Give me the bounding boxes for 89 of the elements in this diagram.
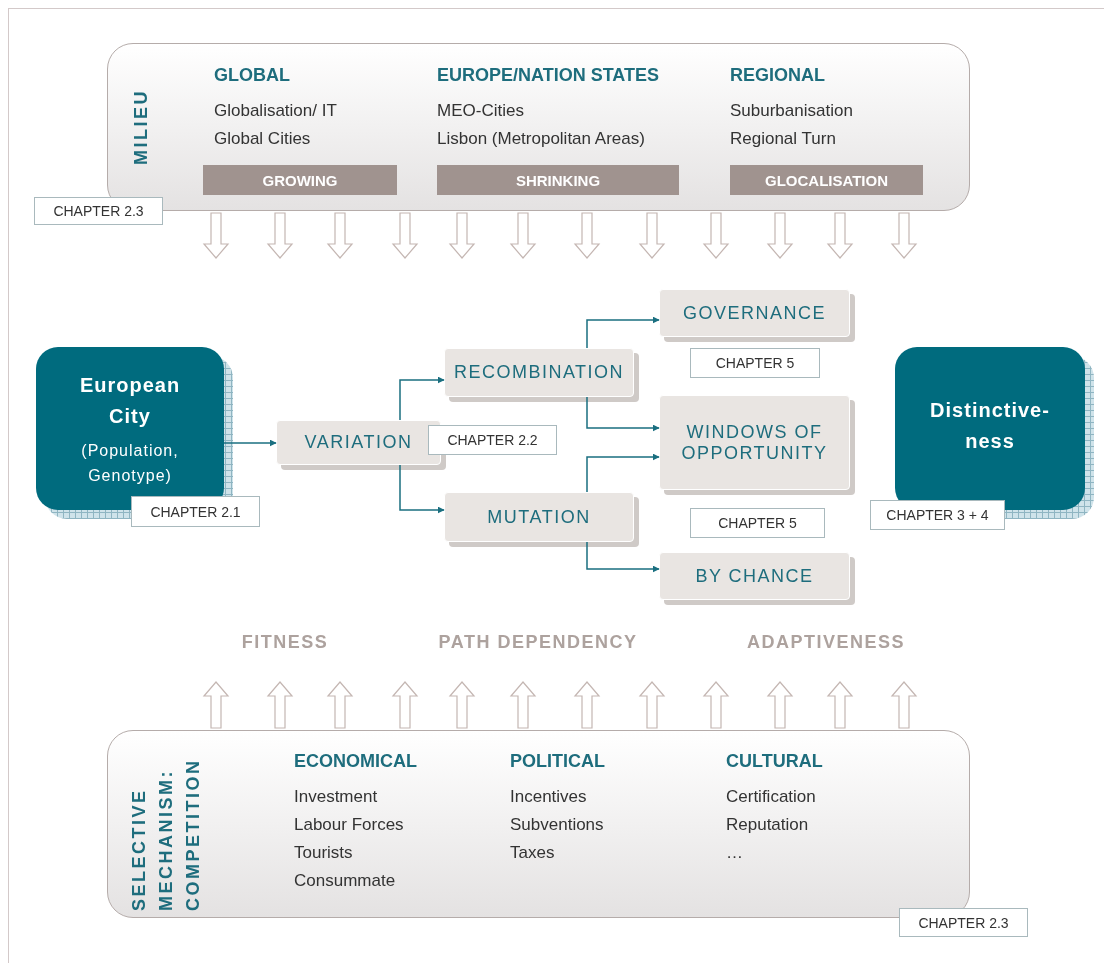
list-item: Suburbanisation	[730, 101, 853, 121]
column-heading: EUROPE/NATION STATES	[437, 65, 659, 86]
arrow	[586, 396, 660, 432]
node-label: CHAPTER 2.3	[53, 203, 144, 219]
arrow	[586, 453, 660, 493]
node-label: WINDOWS OF OPPORTUNITY	[680, 421, 829, 464]
panel-background	[107, 730, 970, 918]
chapter-tag	[690, 508, 825, 538]
block-arrow	[448, 681, 476, 729]
node-label: CHAPTER 5	[718, 515, 797, 531]
block-arrow	[766, 681, 794, 729]
list-item: MEO-Cities	[437, 101, 524, 121]
list-item: Tourists	[294, 843, 353, 863]
list-item: Incentives	[510, 787, 587, 807]
block-arrow	[890, 681, 918, 729]
list-item: Labour Forces	[294, 815, 404, 835]
list-item: Lisbon (Metropolitan Areas)	[437, 129, 645, 149]
block-arrow	[391, 681, 419, 729]
block-arrow	[638, 212, 666, 259]
block-arrow	[826, 681, 854, 729]
list-item: Reputation	[726, 815, 809, 835]
list-item: Regional Turn	[730, 129, 836, 149]
node-label: SHRINKING	[515, 171, 601, 189]
block-arrow	[266, 681, 294, 729]
block-arrow	[638, 681, 666, 729]
block-arrow	[826, 212, 854, 259]
node-label: CHAPTER 2.1	[150, 503, 241, 520]
node-label: CHAPTER 2.3	[918, 914, 1009, 931]
node-label: VARIATION	[304, 432, 413, 453]
node-label: RECOMBINATION	[453, 362, 625, 383]
column-heading: REGIONAL	[730, 65, 825, 86]
chapter-tag	[428, 425, 557, 455]
block-arrow	[509, 681, 537, 729]
node-label: GROWING	[262, 171, 338, 189]
node-label: GLOCALISATION	[764, 171, 888, 189]
block-arrow	[326, 212, 354, 259]
column-heading: POLITICAL	[510, 751, 605, 772]
category-bar	[730, 165, 923, 195]
chapter-tag	[690, 348, 820, 378]
list-item: Subventions	[510, 815, 604, 835]
category-bar	[203, 165, 397, 195]
node-label: GOVERNANCE	[683, 302, 826, 324]
list-item: Taxes	[510, 843, 555, 863]
chapter-tag	[899, 908, 1028, 937]
block-arrow	[766, 212, 794, 259]
chapter-tag	[131, 496, 260, 527]
column-heading: ECONOMICAL	[294, 751, 417, 772]
column-heading: CULTURAL	[726, 751, 823, 772]
factor-label: FITNESS	[241, 632, 329, 653]
panel-title: SELECTIVE MECHANISM: COMPETITION	[128, 757, 204, 911]
block-arrow	[202, 212, 230, 259]
block-arrow	[448, 212, 476, 259]
list-item: Globalisation/ IT	[214, 101, 337, 121]
factor-label: PATH DEPENDENCY	[438, 632, 638, 653]
node-label: European City	[78, 372, 182, 429]
panel-title: MILIEU	[130, 89, 152, 165]
outcome-box	[895, 347, 1085, 510]
block-arrow	[573, 212, 601, 259]
block-arrow	[266, 212, 294, 259]
arrow	[223, 439, 277, 447]
block-arrow	[890, 212, 918, 259]
arrow	[586, 541, 660, 573]
node-label: CHAPTER 2.2	[447, 432, 538, 448]
node-label: (Population, Genotype)	[80, 440, 180, 486]
factor-label: ADAPTIVENESS	[747, 632, 905, 653]
list-item: Consummate	[294, 871, 396, 891]
node-label: BY CHANCE	[695, 565, 814, 587]
block-arrow	[509, 212, 537, 259]
arrow	[399, 376, 445, 421]
chapter-tag	[870, 500, 1005, 530]
block-arrow	[702, 212, 730, 259]
chapter-tag	[34, 197, 163, 225]
node-label: Distinctive-ness	[929, 397, 1051, 454]
category-bar	[437, 165, 679, 195]
arrow	[399, 464, 445, 514]
block-arrow	[326, 681, 354, 729]
list-item: Certification	[726, 787, 816, 807]
block-arrow	[573, 681, 601, 729]
block-arrow	[702, 681, 730, 729]
node-label: CHAPTER 5	[715, 355, 795, 371]
column-heading: GLOBAL	[214, 65, 290, 86]
list-item: Global Cities	[214, 129, 311, 149]
node-label: MUTATION	[487, 506, 591, 528]
block-arrow	[391, 212, 419, 259]
list-item: Investment	[294, 787, 378, 807]
block-arrow	[202, 681, 230, 729]
arrow	[586, 316, 660, 349]
node-label: CHAPTER 3 + 4	[886, 507, 989, 523]
list-item: …	[726, 843, 743, 863]
